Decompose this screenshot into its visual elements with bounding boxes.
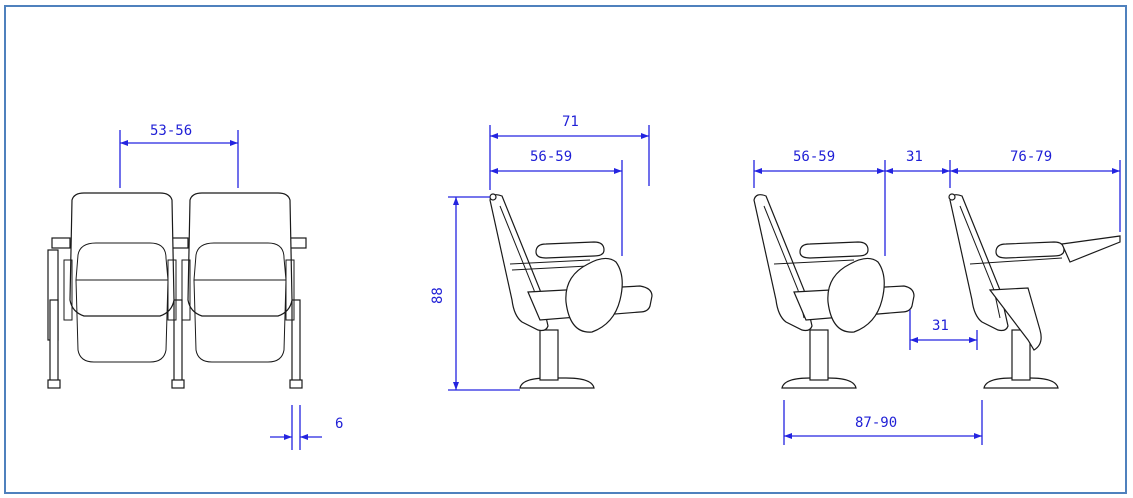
dim-side-depth-seat: 56-59	[490, 149, 623, 256]
label-side-height: 88	[430, 287, 446, 304]
dim-row-clearance: 31	[909, 310, 978, 350]
label-row-gap: 31	[906, 149, 923, 165]
label-row-clearance: 31	[932, 318, 949, 334]
front-view-seats	[47, 192, 307, 389]
side-view-seat	[489, 193, 653, 389]
front-seat-1	[69, 192, 175, 317]
dim-row-top: 56-59 31 76-79	[753, 149, 1121, 256]
side-seat-shell	[565, 257, 623, 333]
dim-side-height: 88	[430, 196, 520, 391]
writing-tablet	[1061, 235, 1121, 263]
dim-side-depth-total: 71	[489, 114, 650, 190]
front-seat-2	[187, 192, 293, 317]
dim-front-seat-width: 53-56	[119, 123, 239, 188]
row-view-seat-1	[753, 194, 915, 389]
leg-left	[49, 299, 59, 387]
dim-row-pitch: 87-90	[783, 400, 983, 445]
label-row-pitch: 87-90	[855, 415, 897, 431]
dim-armrest-width: 6	[270, 405, 343, 450]
label-armrest-width: 6	[335, 416, 343, 432]
label-row-tablet-depth: 76-79	[1010, 149, 1052, 165]
label-side-depth-total: 71	[562, 114, 579, 130]
label-front-seat-width: 53-56	[150, 123, 192, 139]
row-view-seat-2-tablet	[948, 193, 1121, 389]
label-row-seat-depth: 56-59	[793, 149, 835, 165]
leg-right	[291, 299, 301, 387]
label-side-depth-seat: 56-59	[530, 149, 572, 165]
leg-middle	[173, 299, 183, 387]
